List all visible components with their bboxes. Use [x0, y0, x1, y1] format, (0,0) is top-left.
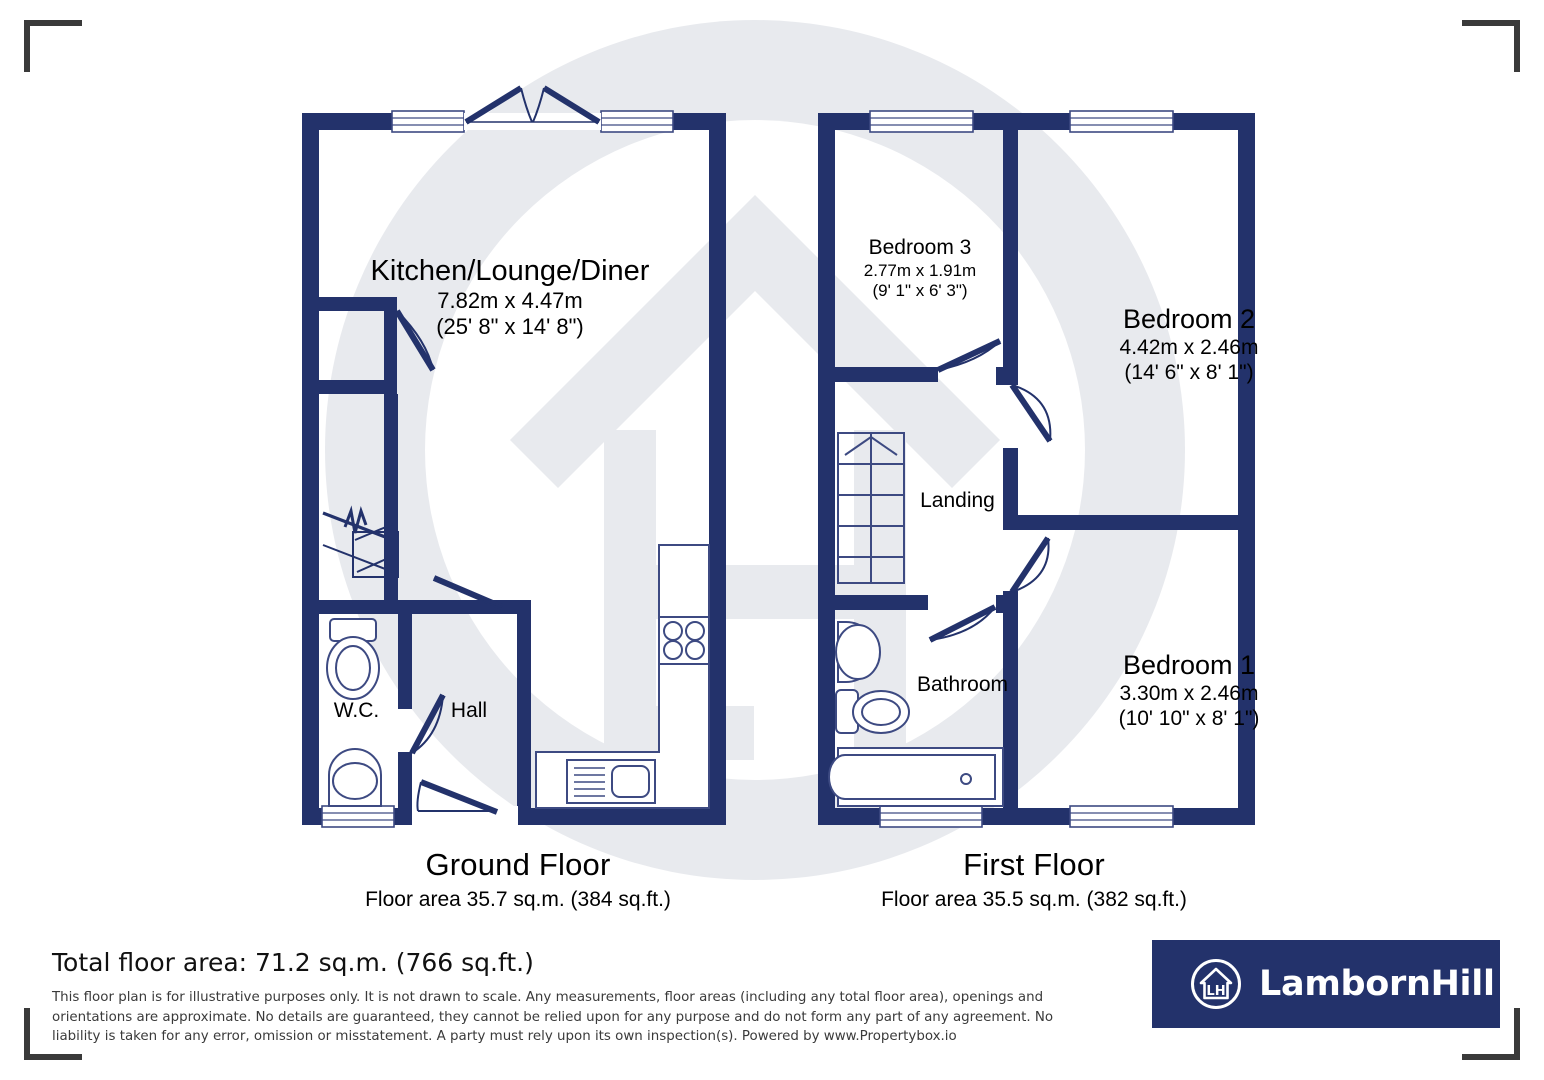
disclaimer-text: This floor plan is for illustrative purp… [52, 990, 1054, 1045]
first-floor-plan [818, 110, 1255, 828]
bath-fixture [828, 747, 1004, 807]
svg-text:LH: LH [1206, 984, 1225, 999]
door-bathroom [928, 604, 997, 643]
sink-icon [566, 759, 656, 804]
floor-area: Floor area 35.5 sq.m. (382 sq.ft.) [881, 888, 1187, 911]
room-name: W.C. [333, 699, 380, 722]
hob-icon [658, 616, 710, 665]
room-dimension-metric: 4.42m x 2.46m [1119, 335, 1259, 359]
logo-wordmark: LambornHill [1259, 964, 1495, 1004]
basin-wc-fixture [328, 748, 382, 807]
ground-floor-plan [302, 85, 726, 828]
window-bathroom [879, 805, 983, 828]
house-circle-logo-icon: LH [1191, 959, 1241, 1009]
room-dimension-imperial: (14' 6" x 8' 1") [1124, 360, 1254, 384]
toilet-bathroom-fixture [835, 689, 910, 734]
french-doors-ground [464, 85, 601, 130]
door-front-entrance [412, 779, 518, 825]
floor-caption-first: First Floor Floor area 35.5 sq.m. (382 s… [800, 847, 1268, 912]
door-bedroom3 [936, 338, 1002, 373]
room-label-bedroom-1: Bedroom 1 3.30m x 2.46m (10' 10" x 8' 1"… [1024, 650, 1354, 731]
stairs-ground [322, 505, 399, 578]
floor-caption-ground: Ground Floor Floor area 35.7 sq.m. (384 … [288, 847, 748, 912]
corner-bracket-top-right [1462, 20, 1520, 72]
floor-title: First Floor [963, 847, 1105, 882]
door-hall-kitchen [432, 575, 504, 610]
room-dimension-imperial: (10' 10" x 8' 1") [1118, 706, 1260, 730]
total-floor-area: Total floor area: 71.2 sq.m. (766 sq.ft.… [52, 948, 534, 977]
room-name: Bedroom 1 [1122, 650, 1256, 680]
room-label-bedroom-3: Bedroom 3 2.77m x 1.91m (9' 1" x 6' 3") [800, 236, 1040, 301]
stairs-first [837, 432, 905, 584]
kitchen-counter [535, 544, 710, 809]
corner-bracket-bottom-right [1462, 1008, 1520, 1060]
window-ground-top-left [391, 110, 465, 133]
window-bedroom3 [869, 110, 974, 133]
window-bedroom1 [1069, 805, 1174, 828]
room-label-landing: Landing [880, 489, 1035, 514]
room-label-bathroom: Bathroom [870, 673, 1055, 698]
door-wc [409, 693, 446, 755]
room-label-wc: W.C. [299, 699, 414, 724]
door-bedroom2 [1009, 383, 1053, 443]
lambornhill-logo: LH LambornHill [1152, 940, 1500, 1028]
floor-title: Ground Floor [425, 847, 611, 882]
corner-bracket-top-left [24, 20, 82, 72]
floor-area: Floor area 35.7 sq.m. (384 sq.ft.) [365, 888, 671, 911]
room-name: Kitchen/Lounge/Diner [370, 255, 650, 287]
room-name: Bedroom 2 [1122, 304, 1256, 334]
door-cupboard [394, 309, 436, 372]
door-bedroom1 [1009, 536, 1051, 594]
room-dimension-metric: 7.82m x 4.47m [437, 288, 583, 314]
room-name: Landing [920, 489, 995, 512]
window-wc [321, 805, 395, 828]
room-name: Bedroom 3 [868, 236, 972, 259]
window-bedroom2 [1069, 110, 1174, 133]
basin-bathroom-fixture [835, 621, 881, 683]
room-dimension-metric: 2.77m x 1.91m [863, 260, 977, 280]
room-dimension-metric: 3.30m x 2.46m [1119, 681, 1259, 705]
room-dimension-imperial: (25' 8" x 14' 8") [436, 314, 584, 340]
room-label-hall: Hall [424, 699, 514, 724]
toilet-wc-fixture [326, 618, 380, 700]
room-name: Hall [450, 699, 488, 722]
room-label-bedroom-2: Bedroom 2 4.42m x 2.46m (14' 6" x 8' 1") [1024, 304, 1354, 385]
room-dimension-imperial: (9' 1" x 6' 3") [872, 280, 968, 300]
corner-bracket-bottom-left [24, 1008, 82, 1060]
room-name: Bathroom [916, 673, 1009, 696]
window-ground-top-right [600, 110, 674, 133]
room-label-kitchen-lounge-diner: Kitchen/Lounge/Diner 7.82m x 4.47m (25' … [345, 254, 675, 340]
